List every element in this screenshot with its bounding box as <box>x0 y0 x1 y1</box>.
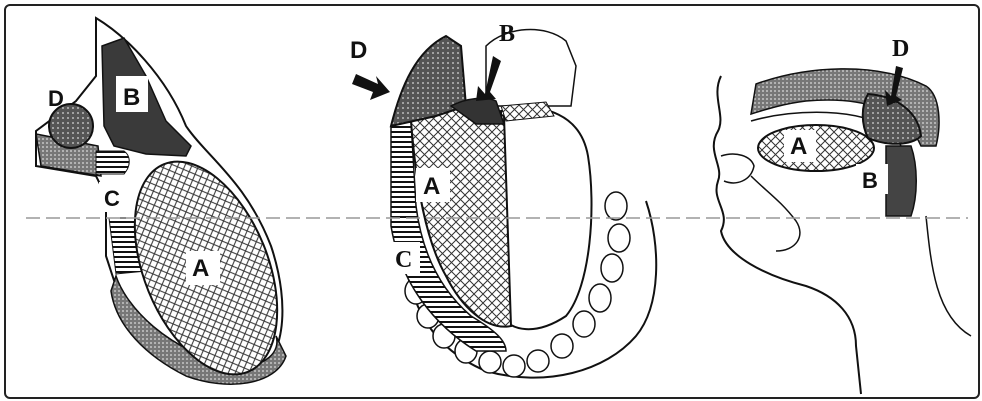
anatomy-diagram: B D C A <box>6 6 978 397</box>
panel-2-arrow-d <box>352 74 390 100</box>
panel-3-face-outline <box>714 76 861 394</box>
panel-1-label-b: B <box>123 84 140 111</box>
panel-2-label-d: D <box>350 37 367 64</box>
panel-2-label-b: B <box>499 21 515 47</box>
panel-3-jaw <box>751 176 800 251</box>
panel-1-sagittal: B D C A <box>36 18 305 395</box>
figure-frame: B D C A <box>4 4 980 399</box>
panel-3-label-a: A <box>790 133 807 160</box>
panel-1-label-c: C <box>104 186 120 211</box>
panel-2-label-a: A <box>423 173 440 200</box>
panel-3-region-b <box>886 146 916 216</box>
panel-3-profile: D A B <box>714 36 971 394</box>
panel-2-oral: D B A C <box>350 21 656 378</box>
panel-1-label-a: A <box>192 255 209 282</box>
panel-3-label-b: B <box>862 168 878 193</box>
panel-2-label-c: C <box>395 247 412 273</box>
panel-3-lips <box>721 154 754 183</box>
panel-3-neck-outline <box>926 216 971 336</box>
panel-3-label-d: D <box>892 36 909 62</box>
panel-1-region-c-upper <box>96 151 129 174</box>
panel-1-label-d: D <box>48 86 64 111</box>
